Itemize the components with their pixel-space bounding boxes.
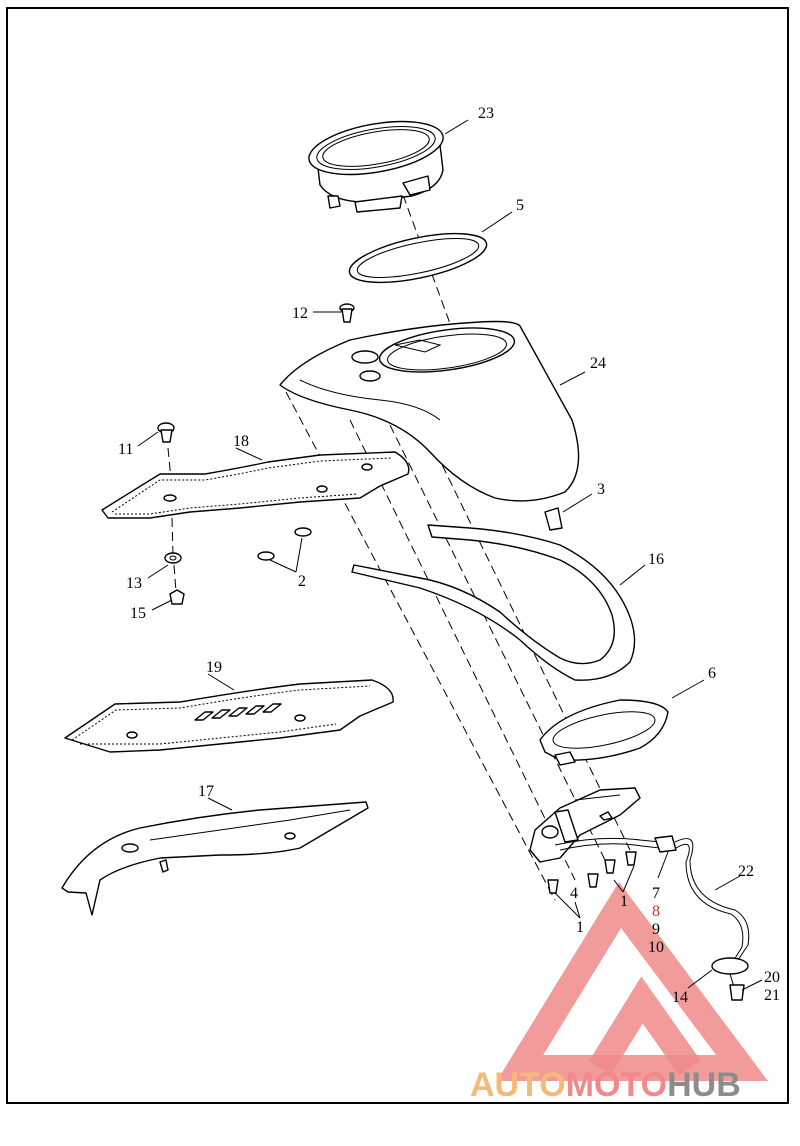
callout-13: 13: [126, 575, 142, 592]
screw-parts-1-4: [547, 851, 637, 894]
callout-10: 10: [648, 939, 664, 956]
callout-4: 4: [570, 885, 578, 902]
callout-3: 3: [597, 481, 605, 498]
callout-2: 2: [298, 573, 306, 590]
callout-5: 5: [516, 197, 524, 214]
watermark-auto: AUTO: [470, 1066, 566, 1104]
callout-17: 17: [198, 783, 214, 800]
svg-text:AUTOMOTOHUB: AUTOMOTOHUB: [470, 1066, 741, 1104]
callout-labels: 23 5 12 24 11 18 3 16 13 2 15 19 6 17 22…: [118, 105, 780, 1006]
callout-21: 21: [764, 987, 780, 1004]
clip-part-3: [544, 507, 563, 531]
screw-part-11: [157, 422, 175, 443]
watermark-moto: MOTO: [566, 1066, 667, 1104]
callout-8: 8: [652, 903, 660, 920]
screw-part-12: [339, 303, 355, 323]
callout-16: 16: [648, 551, 664, 568]
callout-7: 7: [652, 885, 660, 902]
washer-part-13: [164, 552, 182, 564]
callout-12: 12: [292, 305, 308, 322]
indicator-module-part: [529, 787, 641, 863]
console-housing-part: [279, 320, 580, 502]
diagram-frame: [6, 7, 789, 1104]
callout-20: 20: [764, 969, 780, 986]
callout-1-left: 1: [576, 919, 584, 936]
lower-trim-part: [61, 801, 369, 916]
watermark-hub: HUB: [667, 1066, 741, 1104]
vent-panel-part: [64, 679, 394, 753]
callout-22: 22: [738, 863, 754, 880]
wiring-harness-part: [554, 835, 750, 1001]
callout-23: 23: [478, 105, 494, 122]
trim-seal-part: [351, 524, 636, 681]
callout-11: 11: [118, 441, 133, 458]
bezel-ring-part: [539, 699, 669, 766]
callout-1-right: 1: [620, 893, 628, 910]
callout-24: 24: [590, 355, 606, 372]
callout-leader-lines: [137, 119, 763, 991]
callout-6: 6: [708, 665, 716, 682]
callout-18: 18: [233, 433, 249, 450]
watermark-text: AUTOMOTOHUB: [470, 1066, 741, 1104]
callout-19: 19: [206, 659, 222, 676]
gasket-ring-part: [348, 232, 488, 284]
insert-panel-part: [101, 451, 410, 519]
callout-9: 9: [652, 921, 660, 938]
callout-14: 14: [672, 989, 688, 1006]
grommet-parts-2: [257, 527, 312, 561]
watermark-logo-triangle: [496, 881, 768, 1081]
nut-part-15: [169, 589, 185, 605]
speedometer-gauge-part: [308, 120, 444, 213]
callout-15: 15: [130, 605, 146, 622]
